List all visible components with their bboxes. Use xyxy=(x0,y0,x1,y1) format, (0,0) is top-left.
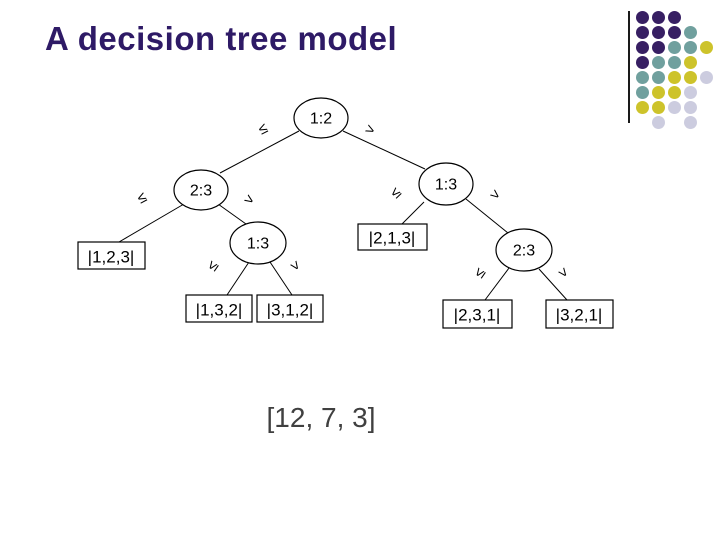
tree-node-root xyxy=(293,97,349,139)
slide-title: A decision tree model xyxy=(45,20,398,57)
decor-dot xyxy=(652,11,665,24)
decor-dot xyxy=(652,116,665,129)
tree-edge-root-right xyxy=(342,130,426,170)
decor-dot xyxy=(684,116,697,129)
edge-label-gt: > xyxy=(362,120,378,139)
tree-node-bottom-right-label: 2:3 xyxy=(513,243,535,260)
leaf-label-231: |2,3,1| xyxy=(454,306,501,325)
leaf-label-123: |1,2,3| xyxy=(88,248,135,267)
tree-edge-bottomright-leaf231 xyxy=(484,267,510,301)
decor-dot xyxy=(636,11,649,24)
decor-dot xyxy=(668,86,681,99)
decor-dot xyxy=(684,26,697,39)
tree-node-root-label: 1:2 xyxy=(310,111,332,128)
decor-dot xyxy=(636,71,649,84)
decor-dot xyxy=(668,56,681,69)
decor-dot xyxy=(636,86,649,99)
decor-vertical-line xyxy=(628,11,630,123)
tree-edge-bottomright-leaf321 xyxy=(538,268,568,301)
decor-dot xyxy=(668,101,681,114)
leaf-label-132: |1,3,2| xyxy=(196,301,243,320)
leaf-box-312 xyxy=(256,294,324,323)
leaf-label-312: |3,1,2| xyxy=(267,301,314,320)
decor-dot xyxy=(652,26,665,39)
decor-dot xyxy=(684,41,697,54)
tree-node-bottom-right xyxy=(495,228,553,272)
leaf-box-123 xyxy=(77,241,146,270)
tree-edge-root-left xyxy=(219,130,300,174)
decor-dot xyxy=(652,86,665,99)
leaf-box-132 xyxy=(185,294,253,323)
edge-label-le: ≤ xyxy=(255,120,270,139)
tree-edge-left-mid xyxy=(217,203,247,225)
edge-label-gt: > xyxy=(286,258,305,275)
edge-label-le: ≤ xyxy=(204,258,223,274)
decor-dot xyxy=(636,56,649,69)
tree-edge-mid-leaf132 xyxy=(226,261,250,296)
tree-node-right xyxy=(418,162,474,206)
tree-edge-mid-leaf312 xyxy=(269,261,293,296)
tree-node-mid-label: 1:3 xyxy=(247,236,269,253)
edge-label-le: ≤ xyxy=(471,265,490,281)
tree-node-left-label: 2:3 xyxy=(190,183,212,200)
leaf-box-231 xyxy=(442,299,513,329)
leaf-box-321 xyxy=(545,299,614,329)
decor-dot xyxy=(668,26,681,39)
dot-grid xyxy=(636,11,720,135)
decor-dot xyxy=(668,71,681,84)
decor-dot xyxy=(652,56,665,69)
edge-label-le: ≤ xyxy=(387,184,405,202)
tree-node-mid xyxy=(229,221,287,265)
decor-dot xyxy=(684,86,697,99)
decor-dot xyxy=(652,71,665,84)
tree-node-right-label: 1:3 xyxy=(435,177,457,194)
decor-dot xyxy=(636,41,649,54)
decor-dot xyxy=(668,41,681,54)
edge-label-le: ≤ xyxy=(134,189,149,208)
decor-dot xyxy=(636,101,649,114)
decor-dot xyxy=(652,101,665,114)
decor-dot xyxy=(684,101,697,114)
tree-edge-right-bottomright xyxy=(465,198,509,234)
leaf-label-321: |3,2,1| xyxy=(556,306,603,325)
class-distribution-annotation: [12, 7, 3] xyxy=(266,402,376,433)
leaf-box-213 xyxy=(357,223,428,251)
decor-dot xyxy=(700,71,713,84)
edge-label-gt: > xyxy=(554,264,573,282)
tree-edge-right-leaf213 xyxy=(401,201,425,225)
decor-dot xyxy=(652,41,665,54)
tree-node-left xyxy=(173,169,229,211)
leaf-label-213: |2,1,3| xyxy=(369,229,416,248)
decor-dot xyxy=(700,41,713,54)
decor-dot xyxy=(636,26,649,39)
edge-label-gt: > xyxy=(241,191,258,210)
decor-dot xyxy=(668,11,681,24)
edge-label-gt: > xyxy=(486,186,504,205)
decor-dot xyxy=(684,71,697,84)
tree-edge-left-leaf123 xyxy=(118,203,185,243)
decor-dot xyxy=(684,56,697,69)
